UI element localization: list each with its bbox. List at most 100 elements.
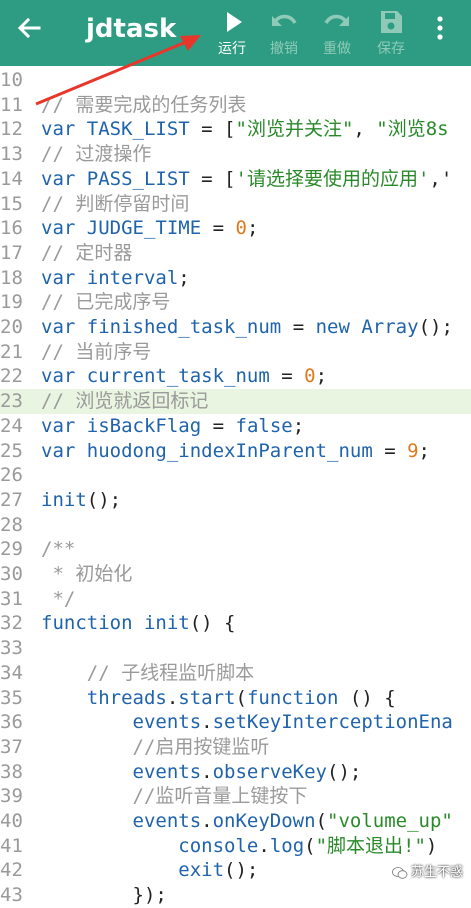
code-token: var — [41, 316, 76, 338]
line-code: * 初始化 — [41, 562, 132, 587]
code-line[interactable]: 23// 浏览就返回标记 — [0, 389, 471, 414]
code-line[interactable]: 35 threads.start(function () { — [0, 686, 471, 711]
line-code: // 子线程监听脚本 — [41, 661, 254, 686]
code-token: // 定时器 — [41, 241, 133, 264]
code-token: events — [132, 760, 202, 783]
app-toolbar: jdtask 运行 撤销 重做 保存 — [0, 0, 471, 66]
back-button[interactable] — [14, 13, 44, 43]
code-line[interactable]: 21// 当前序号 — [0, 340, 471, 365]
code-token: setKeyInterceptionEna — [212, 711, 453, 734]
line-number: 16 — [0, 217, 23, 240]
code-line[interactable]: 38 events.observeKey(); — [0, 760, 471, 785]
code-line[interactable]: 41 console.log("脚本退出!") — [0, 834, 471, 859]
line-code: var TASK_LIST = ["浏览并关注", "浏览8s — [41, 117, 449, 142]
code-token: . — [201, 810, 213, 832]
run-button[interactable]: 运行 — [208, 8, 256, 64]
line-code: var JUDGE_TIME = 0; — [41, 216, 258, 241]
line-code: exit(); — [41, 858, 258, 883]
redo-button[interactable]: 重做 — [313, 8, 361, 64]
code-token: 9 — [407, 439, 419, 462]
undo-icon — [272, 14, 297, 26]
code-token: // 判断停留时间 — [41, 192, 190, 215]
code-token: // 已完成序号 — [41, 291, 171, 314]
line-number: 36 — [0, 711, 23, 734]
code-token: isBackFlag — [86, 414, 202, 437]
code-token: var — [41, 217, 76, 240]
save-button[interactable]: 保存 — [367, 8, 415, 64]
code-token: init — [41, 488, 87, 511]
code-line[interactable]: 13// 过渡操作 — [0, 142, 471, 167]
code-token: . — [258, 834, 270, 857]
line-number: 28 — [0, 513, 23, 536]
code-line[interactable]: 16 var JUDGE_TIME = 0; — [0, 216, 471, 241]
line-number: 31 — [0, 587, 23, 610]
line-number: 41 — [0, 834, 23, 857]
code-token: = [ — [189, 118, 236, 141]
code-line[interactable]: 15// 判断停留时间 — [0, 192, 471, 217]
line-code: */ — [41, 587, 75, 612]
code-token: observeKey — [212, 760, 327, 783]
code-token: . — [201, 711, 213, 734]
code-token: }); — [41, 884, 167, 907]
line-code: // 已完成序号 — [41, 290, 170, 315]
code-line[interactable]: 17// 定时器 — [0, 241, 471, 266]
code-line[interactable]: 34 // 子线程监听脚本 — [0, 661, 471, 686]
code-line[interactable]: 19// 已完成序号 — [0, 290, 471, 315]
code-line[interactable]: 33 — [0, 636, 471, 661]
code-token: events — [132, 810, 202, 832]
code-token: = — [269, 365, 305, 388]
code-token: , — [353, 118, 377, 141]
code-line[interactable]: 40 events.onKeyDown("volume_up" — [0, 809, 471, 834]
code-token: //监听音量上键按下 — [132, 785, 308, 808]
code-line[interactable]: 43 }); — [0, 883, 471, 908]
line-number: 11 — [0, 93, 23, 116]
code-token: var — [41, 167, 76, 190]
code-token: var — [41, 266, 76, 289]
line-code: // 需要完成的任务列表 — [41, 93, 246, 118]
code-token: exit — [178, 859, 225, 882]
code-token: var — [41, 439, 76, 462]
code-line[interactable]: 10 — [0, 68, 471, 93]
line-code: function init() { — [41, 611, 236, 636]
code-line[interactable]: 30 * 初始化 — [0, 562, 471, 587]
code-token: (); — [224, 859, 259, 882]
line-number: 38 — [0, 760, 23, 783]
code-token — [41, 859, 178, 881]
undo-button[interactable]: 撤销 — [260, 8, 308, 64]
line-number: 43 — [0, 884, 23, 907]
code-token: (); — [418, 316, 453, 338]
code-line[interactable]: 11 // 需要完成的任务列表 — [0, 93, 471, 118]
code-line[interactable]: 39 //监听音量上键按下 — [0, 784, 471, 809]
code-token — [350, 316, 361, 338]
line-code: var PASS_LIST = ['请选择要使用的应用',' — [41, 167, 452, 192]
code-line[interactable]: 42 exit(); — [0, 858, 471, 883]
line-code: events.onKeyDown("volume_up" — [41, 809, 453, 834]
code-line[interactable]: 28 — [0, 513, 471, 538]
more-options-button[interactable] — [428, 12, 452, 44]
code-line[interactable]: 37 //启用按键监听 — [0, 735, 471, 760]
code-line[interactable]: 36 events.setKeyInterceptionEna — [0, 710, 471, 735]
run-label: 运行 — [218, 41, 246, 57]
code-line[interactable]: 31 */ — [0, 587, 471, 612]
line-number: 13 — [0, 143, 23, 166]
code-token: . — [201, 760, 213, 783]
line-code: init(); — [41, 488, 121, 513]
code-line[interactable]: 29/** — [0, 537, 471, 562]
watermark-text: 苏生不惑 — [411, 865, 464, 880]
code-token: "volume_up" — [327, 810, 453, 832]
code-line[interactable]: 26 — [0, 463, 471, 488]
code-token: (); — [86, 488, 122, 511]
line-code: console.log("脚本退出!") — [41, 834, 437, 859]
page-title: jdtask — [86, 14, 177, 44]
code-token — [133, 612, 144, 634]
